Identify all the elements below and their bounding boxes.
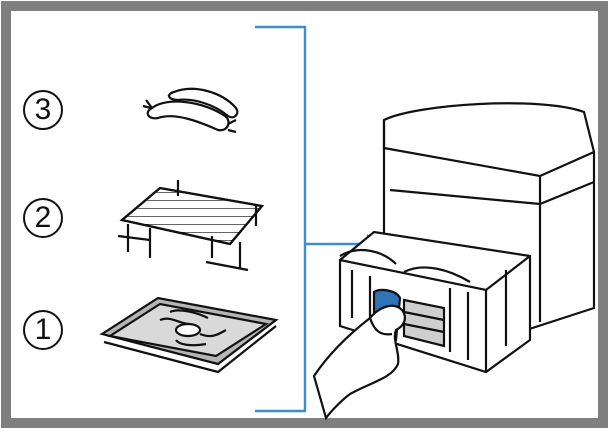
air-fryer-icon: [338, 102, 596, 374]
step-number-3: 3: [23, 90, 63, 130]
crisper-plate-icon: [99, 296, 279, 374]
sausage-icon: [142, 87, 239, 134]
hand-icon: [312, 304, 406, 421]
step-number-2: 2: [23, 198, 63, 238]
wire-rack-icon: [117, 180, 265, 272]
step-number-1: 1: [23, 310, 63, 350]
